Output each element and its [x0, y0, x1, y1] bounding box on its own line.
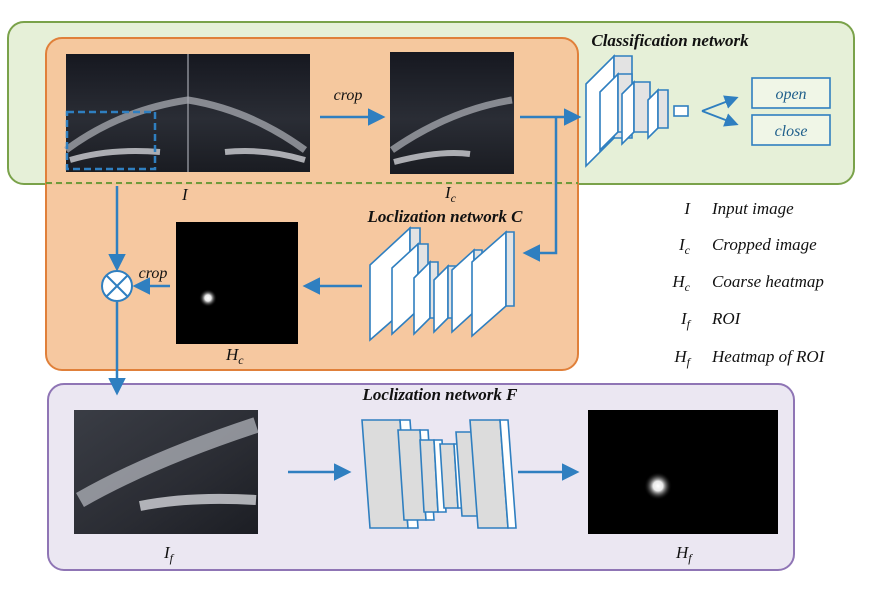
roi-dashed-box — [65, 110, 157, 171]
legend: I Input image Ic Cropped image Hc Coarse… — [671, 199, 825, 369]
open-box — [751, 77, 831, 109]
crop-label-top: crop — [334, 87, 363, 104]
roi-image — [74, 410, 259, 534]
svg-text:ROI: ROI — [711, 309, 742, 328]
legend-item-input: I Input image — [683, 199, 794, 218]
svg-text:If: If — [680, 309, 692, 331]
label-roi-heatmap: Hf — [675, 543, 693, 565]
arrow-to-open — [701, 95, 739, 112]
label-roi: If — [163, 543, 175, 565]
crop-label-mid: crop — [139, 265, 168, 282]
open-label: open — [775, 86, 806, 103]
close-label: close — [775, 123, 808, 140]
legend-item-roi: If ROI — [680, 309, 742, 331]
localization-f-network-blocks — [361, 419, 517, 529]
label-input: I — [181, 185, 189, 204]
arrow-to-loc-c — [522, 117, 558, 262]
svg-text:Hf: Hf — [673, 347, 691, 369]
localization-c-title: Loclization network C — [367, 207, 524, 226]
crop-operator-icon — [101, 270, 133, 302]
arrow-to-close — [701, 110, 739, 127]
label-cropped: Ic — [444, 183, 457, 205]
localization-f-title: Loclization network F — [362, 385, 519, 404]
legend-item-roi-heatmap: Hf Heatmap of ROI — [673, 347, 825, 369]
svg-text:Input image: Input image — [711, 199, 794, 218]
svg-text:Cropped image: Cropped image — [712, 235, 817, 254]
legend-item-coarse: Hc Coarse heatmap — [671, 272, 824, 294]
svg-text:Heatmap of ROI: Heatmap of ROI — [711, 347, 826, 366]
label-coarse-heatmap: Hc — [225, 345, 244, 367]
classification-network-blocks — [585, 54, 689, 168]
close-box — [751, 114, 831, 146]
cropped-image — [390, 52, 514, 174]
svg-text:Coarse heatmap: Coarse heatmap — [712, 272, 824, 291]
legend-item-cropped: Ic Cropped image — [678, 235, 817, 257]
svg-text:Hc: Hc — [671, 272, 690, 294]
classification-title: Classification network — [591, 31, 749, 50]
svg-text:I: I — [683, 199, 691, 218]
svg-text:Ic: Ic — [678, 235, 691, 257]
localization-c-network-blocks — [369, 226, 515, 342]
input-image — [63, 54, 310, 172]
roi-heatmap-image — [588, 410, 778, 534]
coarse-heatmap-image — [176, 222, 298, 344]
